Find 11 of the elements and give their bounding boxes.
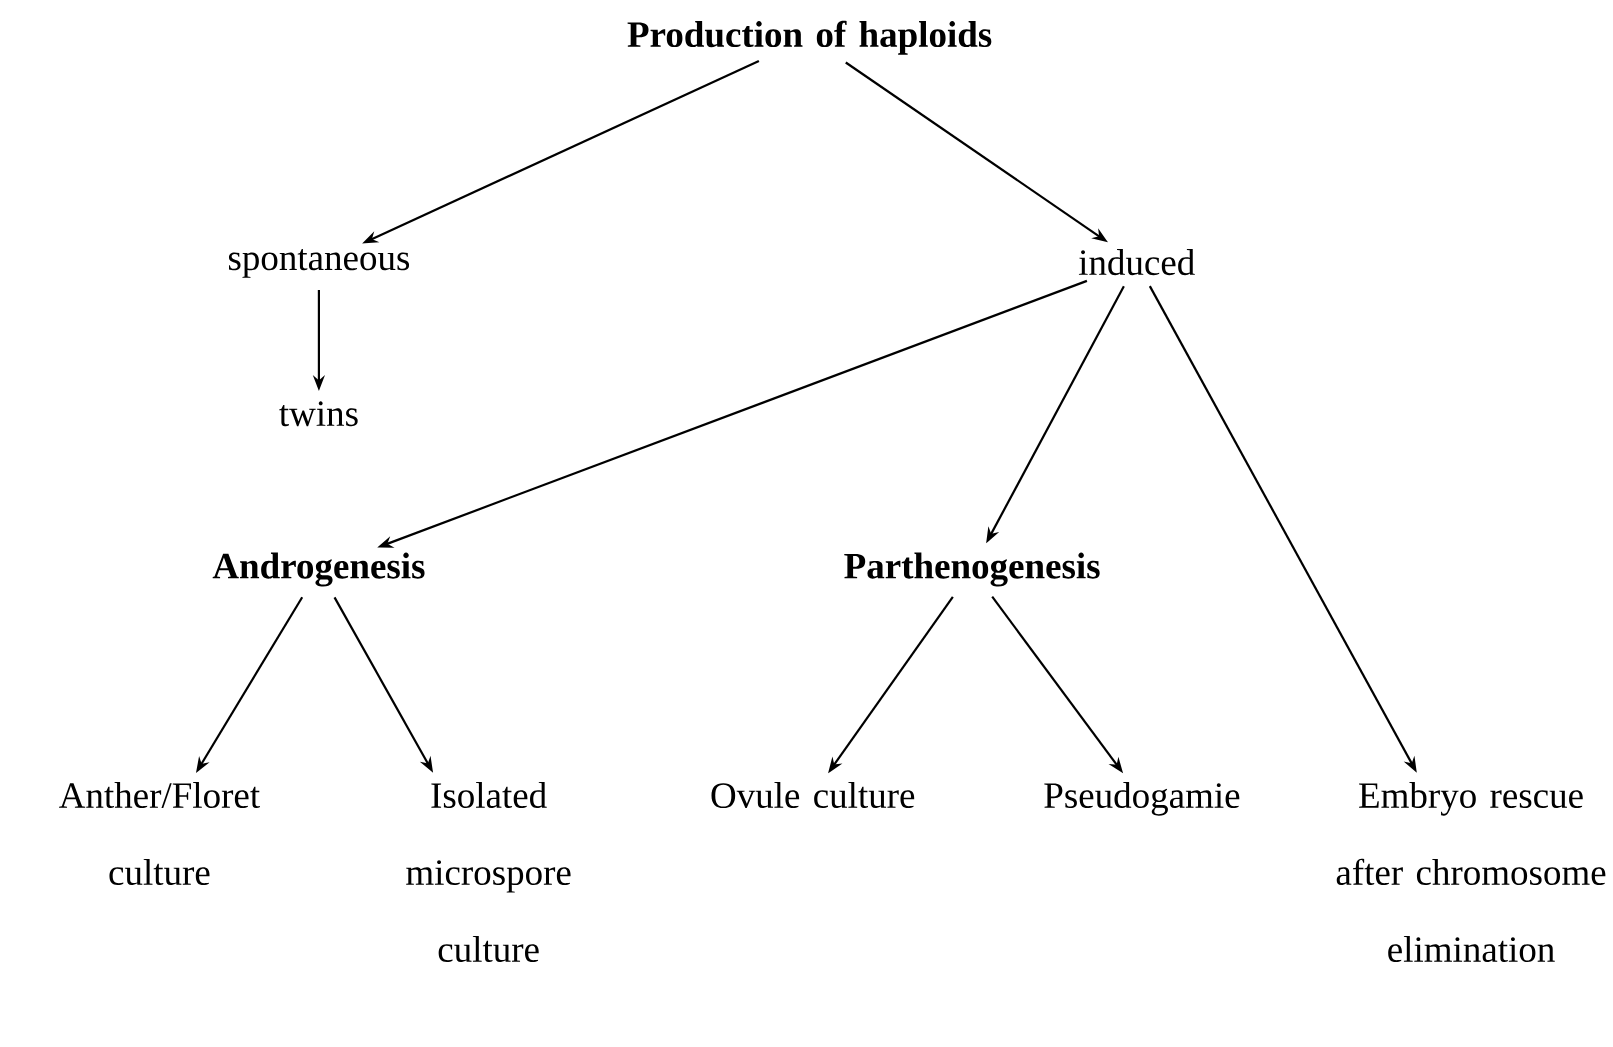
category-label: Parthenogenesis — [844, 552, 1100, 587]
node-label: Isolated microspore culture — [406, 782, 571, 963]
heading: Production of haploids — [627, 20, 992, 55]
node-label: twins — [279, 401, 358, 427]
node-label: Ovule culture — [711, 782, 915, 809]
category-label: Androgenesis — [212, 552, 425, 587]
node-label: Anther/Floret culture — [59, 782, 260, 886]
node-label: Embryo rescue after chromosome elimination — [1336, 782, 1606, 963]
node-label: Pseudogamie — [1044, 782, 1240, 816]
node-label: induced — [1078, 249, 1195, 276]
node-label: spontaneous — [228, 249, 410, 278]
